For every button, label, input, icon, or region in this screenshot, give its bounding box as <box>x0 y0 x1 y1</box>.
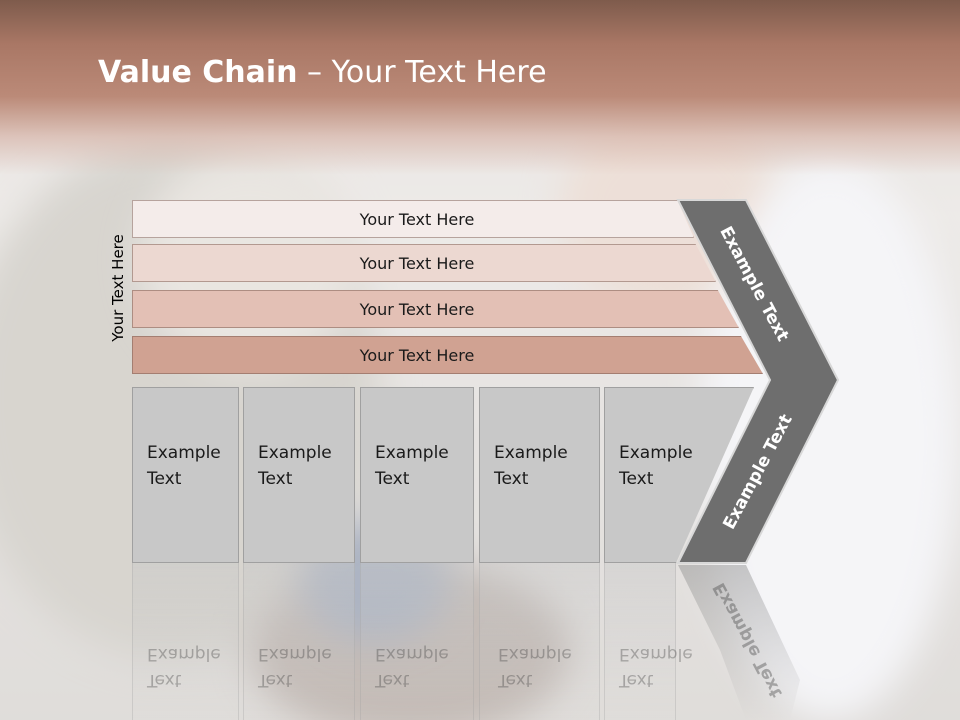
support-bar-label: Your Text Here <box>359 300 475 319</box>
chevron-shape <box>676 199 840 564</box>
column-line-1: Example <box>494 443 568 463</box>
primary-column-3: Example Text <box>360 387 474 563</box>
primary-column-4: Example Text <box>479 387 600 563</box>
chevron-reflection <box>678 565 800 720</box>
support-bar-1: Your Text Here <box>132 200 694 238</box>
column-line-2: Text <box>375 469 410 489</box>
support-bar-4: Your Text Here <box>132 336 763 374</box>
support-bar-2: Your Text Here <box>132 244 716 282</box>
column-line-2: Text <box>494 469 529 489</box>
column-line-1: Example <box>619 443 693 463</box>
title-band <box>0 0 960 175</box>
primary-column-1: Example Text <box>132 387 239 563</box>
column-line-1: Example <box>147 443 221 463</box>
title-rest: – Your Text Here <box>297 55 547 90</box>
primary-column-2: Example Text <box>243 387 355 563</box>
column-line-1: Example <box>375 443 449 463</box>
slide-title: Value Chain – Your Text Here <box>98 55 547 90</box>
column-line-2: Text <box>258 469 293 489</box>
column-line-2: Text <box>147 469 182 489</box>
title-bold: Value Chain <box>98 55 298 90</box>
column-line-1: Example <box>258 443 332 463</box>
column-line-2: Text <box>619 469 654 489</box>
support-bar-3: Your Text Here <box>132 290 739 328</box>
support-bar-label: Your Text Here <box>359 254 475 273</box>
support-bar-label: Your Text Here <box>359 346 475 365</box>
support-bar-label: Your Text Here <box>359 210 475 229</box>
